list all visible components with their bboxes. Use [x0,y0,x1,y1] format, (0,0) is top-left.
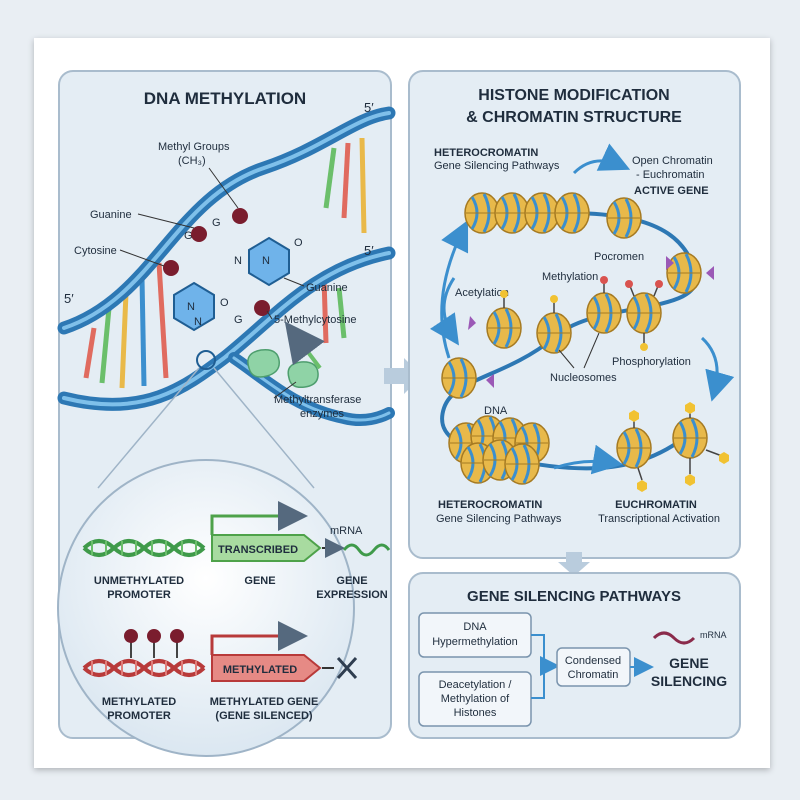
dna-hypermethylation-label: Hypermethylation [432,636,518,648]
unmethylated-promoter-label: PROMOTER [107,589,171,601]
active-gene-label: ACTIVE GENE [634,185,709,197]
mrna-label: mRNA [700,630,727,640]
deacetylation-label: Methylation of [441,693,510,705]
gene-expression-label: GENE [336,575,367,587]
dna-label: DNA [484,405,508,417]
condensed-chromatin-label: Condensed [565,655,621,667]
acetyl-marks [500,276,663,351]
methylated-gene-label: METHYLATED GENE [210,696,319,708]
methyltransferase-label: enzymes [300,408,345,420]
methylated-promoter-dna [82,629,206,677]
gene-silencing-result-label: SILENCING [651,673,727,689]
deacetylation-label: Deacetylation / [439,679,513,691]
strand-end-label: 5′ [64,291,74,306]
base-pair-rungs [83,137,367,389]
modification-marker [486,374,494,388]
euchromatin-label: - Euchromatin [636,169,704,181]
strand-end-label: 5′ [364,100,374,115]
gene-label: GENE [244,575,275,587]
histone-title: & CHROMATIN STRUCTURE [466,109,682,126]
guanine-label: Guanine [90,209,132,221]
histone-title: HISTONE MODIFICATION [478,87,669,104]
methyl-groups [163,208,270,316]
open-chromatin-label: Open Chromatin [632,155,713,167]
heterochromatin-label: HETEROCROMATIN [438,499,542,511]
gene-expression-label: EXPRESSION [316,589,388,601]
strand-end-label: 5′ [364,243,374,258]
mrna-strand [342,543,391,557]
guanine-label: Guanine [306,282,348,294]
poster-frame: DNA METHYLATION 5′ 5′ 5′ N O N N N O [34,38,770,768]
methylcytosine-molecule [248,236,290,287]
acetylation-label: Acetylation [455,287,509,299]
ch3-label: (CH₃) [178,155,206,167]
condensed-chromatin-label: Chromatin [568,669,619,681]
zoom-origin-circle [196,350,216,370]
dna-methylation-title: DNA METHYLATION [144,89,306,108]
gene-silencing-label: Gene Silencing Pathways [434,160,560,172]
cytosine-molecule [173,281,215,332]
gene-silencing-label: Gene Silencing Pathways [436,513,562,525]
five-methylcytosine-label: 5-Methylcytosine [274,314,357,326]
euchromatin-label: EUCHROMATIN [615,499,697,511]
base-letter: G [184,230,193,242]
gene-silencing-result-label: GENE [669,655,709,671]
base-letter: G [234,314,243,326]
cytosine-label: Cytosine [74,245,117,257]
methyltransferase-enzymes [247,348,319,389]
heterochromatin-cluster [447,414,551,486]
dna-double-helix [57,106,396,427]
base-letter: G [212,217,221,229]
base-letter: N [262,255,270,267]
methylated-gene-block [211,654,322,682]
dna-hypermethylation-label: DNA [463,621,487,633]
unmethylated-promoter-dna [82,539,206,557]
modification-marker [468,316,476,330]
base-letter: N [187,301,195,313]
pocromen-label: Pocromen [594,251,644,263]
phosphate-marks [629,402,729,492]
nucleosomes-label: Nucleosomes [550,372,617,384]
pathway-connector [531,634,554,699]
methylated-gene-label: (GENE SILENCED) [215,710,313,722]
base-letter: N [234,255,242,267]
methylated-promoter-label: METHYLATED [102,696,176,708]
dna-hypermethylation-box [418,612,532,658]
base-letter: N [194,316,202,328]
modification-marker [706,266,714,280]
transcriptional-activation-label: Transcriptional Activation [598,513,720,525]
base-letter: O [220,297,229,309]
blocked-x-icon [336,656,358,680]
diagram-canvas: DNA METHYLATION 5′ 5′ 5′ N O N N N O [57,70,741,757]
methyltransferase-label: Methyltransferase [274,394,361,406]
methylated-label: METHYLATED [223,664,297,676]
phosphorylation-label: Phosphorylation [612,356,691,368]
mrna-label: mRNA [330,525,363,537]
transcribed-gene-block [211,534,322,562]
methylated-promoter-label: PROMOTER [107,710,171,722]
heterochromatin-label: HETEROCROMATIN [434,147,538,159]
pathways-title: GENE SILENCING PATHWAYS [467,588,681,605]
transcribed-label: TRANSCRIBED [218,544,298,556]
methylation-label: Methylation [542,271,598,283]
modification-marker [666,256,674,270]
panel-connector-arrow [558,552,590,576]
nucleosome [440,356,478,400]
mrna-strand [652,631,696,645]
methyl-groups-label: Methyl Groups [158,141,230,153]
deacetylation-label: Histones [454,707,497,719]
base-letter: O [294,237,303,249]
unmethylated-promoter-label: UNMETHYLATED [94,575,184,587]
